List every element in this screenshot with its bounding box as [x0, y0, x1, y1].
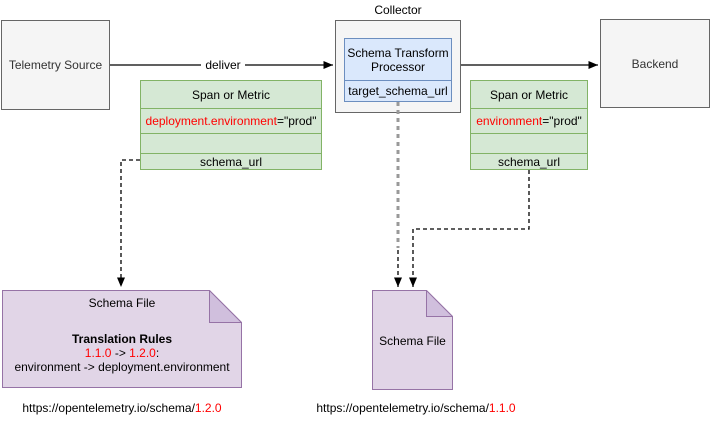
- processor-title: Schema Transform Processor: [347, 45, 449, 74]
- schema-file-left-shape: [2, 290, 242, 388]
- schema-url-right-base: https://opentelemetry.io/schema/: [316, 401, 489, 415]
- edge-right-schemaurl-to-file: [409, 170, 530, 287]
- schema-url-left-base: https://opentelemetry.io/schema/: [22, 401, 195, 415]
- schema-file-left-rules: Translation Rules 1.1.0 -> 1.2.0: enviro…: [2, 332, 242, 374]
- span-right-attribute: environment="prod": [471, 108, 587, 133]
- span-left-attribute-value: ="prod": [276, 114, 317, 128]
- span-right-attribute-key: environment: [476, 114, 543, 128]
- schema-url-left-version: 1.2.0: [194, 401, 222, 415]
- edge-label-deliver: deliver: [201, 58, 245, 72]
- node-schema-file-center: Schema File: [372, 290, 453, 390]
- node-telemetry-source: Telemetry Source: [1, 20, 110, 110]
- span-right-schema-url: schema_url: [471, 153, 587, 169]
- span-left-attribute-key: deployment.environment: [145, 114, 277, 128]
- span-left-empty-row: [141, 133, 321, 153]
- rule-version-to: 1.2.0: [129, 346, 156, 360]
- rule-arrow: ->: [111, 346, 130, 360]
- node-schema-file-left: Schema File Translation Rules 1.1.0 -> 1…: [2, 290, 242, 388]
- span-left-title: Span or Metric: [191, 87, 271, 102]
- span-left-schema-url: schema_url: [141, 153, 321, 169]
- schema-url-right: https://opentelemetry.io/schema/1.1.0: [306, 401, 526, 415]
- schema-url-left: https://opentelemetry.io/schema/1.2.0: [2, 401, 242, 415]
- translation-rule-versions: 1.1.0 -> 1.2.0:: [2, 346, 242, 360]
- span-right-attribute-value: ="prod": [542, 114, 582, 128]
- collector-title: Collector: [374, 3, 422, 17]
- schema-file-center-shape: [372, 290, 453, 390]
- span-right-title: Span or Metric: [489, 87, 569, 102]
- span-left-attribute: deployment.environment="prod": [141, 108, 321, 133]
- node-backend: Backend: [600, 19, 710, 108]
- rule-version-from: 1.1.0: [84, 346, 112, 360]
- backend-label: Backend: [631, 56, 679, 71]
- node-span-or-metric-left: Span or Metric deployment.environment="p…: [140, 80, 322, 170]
- schema-file-left-title: Schema File: [88, 296, 156, 310]
- processor-field-target-schema-url: target_schema_url: [345, 80, 451, 101]
- node-schema-transform-processor: Schema Transform Processor target_schema…: [344, 38, 452, 102]
- translation-rule-mapping: environment -> deployment.environment: [14, 360, 230, 374]
- node-span-or-metric-right: Span or Metric environment="prod" schema…: [470, 80, 588, 170]
- schema-url-right-version: 1.1.0: [488, 401, 516, 415]
- rule-colon: :: [155, 346, 160, 360]
- span-right-empty-row: [471, 133, 587, 153]
- translation-rules-heading: Translation Rules: [71, 332, 173, 346]
- schema-file-center-title: Schema File: [379, 334, 446, 348]
- telemetry-source-label: Telemetry Source: [8, 58, 103, 72]
- edge-left-schemaurl-to-file: [117, 159, 140, 287]
